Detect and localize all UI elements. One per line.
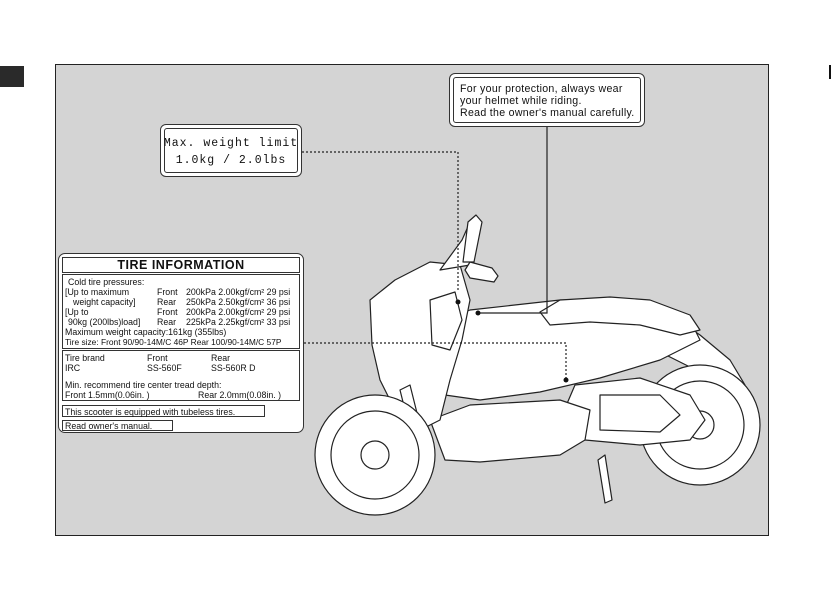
- tire-title-box: TIRE INFORMATION: [62, 257, 300, 273]
- tire-information-label: TIRE INFORMATION Cold tire pressures: [U…: [58, 253, 304, 433]
- rear-label-2: Rear: [157, 317, 177, 327]
- tire-size: Tire size: Front 90/90-14M/C 46P Rear 10…: [65, 337, 282, 347]
- page-edge-mark: [829, 65, 831, 79]
- helmet-line-3: Read the owner's manual carefully.: [460, 107, 635, 119]
- up-to-label: [Up to: [65, 307, 89, 317]
- rear-tire-model: SS-560R D: [211, 363, 256, 373]
- tubeless-note: This scooter is equipped with tubeless t…: [65, 407, 236, 417]
- pressure-front-max: 200kPa 2.00kgf/cm² 29 psi: [186, 287, 291, 297]
- section-tab-marker: [0, 66, 24, 87]
- weight-capacity-label: weight capacity]: [73, 297, 136, 307]
- cold-pressures-heading: Cold tire pressures:: [68, 277, 145, 287]
- weight-line-1: Max. weight limit: [163, 137, 299, 150]
- helmet-line-1: For your protection, always wear: [460, 83, 623, 95]
- tubeless-box: This scooter is equipped with tubeless t…: [62, 405, 265, 417]
- front-tire-model: SS-560F: [147, 363, 182, 373]
- max-weight-label: Max. weight limit 1.0kg / 2.0lbs: [160, 124, 302, 177]
- tire-brand-box: Tire brand Front Rear IRC SS-560F SS-560…: [62, 350, 300, 401]
- tire-title: TIRE INFORMATION: [117, 258, 245, 272]
- front-header: Front: [147, 353, 168, 363]
- weight-line-2: 1.0kg / 2.0lbs: [175, 154, 287, 167]
- pressure-rear-max: 250kPa 2.50kgf/cm² 36 psi: [186, 297, 291, 307]
- max-weight-capacity: Maximum weight capacity:161kg (355lbs): [65, 327, 227, 337]
- rear-header: Rear: [211, 353, 231, 363]
- rear-label-1: Rear: [157, 297, 177, 307]
- load-90kg-label: 90kg (200lbs)load]: [68, 317, 141, 327]
- tire-brand: IRC: [65, 363, 81, 373]
- read-manual-note: Read owner's manual.: [65, 421, 153, 431]
- tread-depth-heading: Min. recommend tire center tread depth:: [65, 380, 222, 390]
- pressure-box: Cold tire pressures: [Up to maximum weig…: [62, 274, 300, 349]
- seat: [539, 296, 701, 336]
- brand-header: Tire brand: [65, 353, 105, 363]
- up-to-max-label: [Up to maximum: [65, 287, 130, 297]
- pressure-front-90kg: 200kPa 2.00kgf/cm² 29 psi: [186, 307, 291, 317]
- tread-depth-front: Front 1.5mm(0.06in. ): [65, 390, 150, 400]
- pressure-rear-90kg: 225kPa 2.25kgf/cm² 33 psi: [186, 317, 291, 327]
- tread-depth-rear: Rear 2.0mm(0.08in. ): [198, 390, 282, 400]
- read-manual-box: Read owner's manual.: [62, 420, 173, 431]
- front-label-1: Front: [157, 287, 178, 297]
- helmet-line-2: your helmet while riding.: [460, 95, 582, 107]
- floorboard: [429, 399, 591, 463]
- helmet-warning-label: For your protection, always wear your he…: [449, 73, 645, 127]
- front-label-2: Front: [157, 307, 178, 317]
